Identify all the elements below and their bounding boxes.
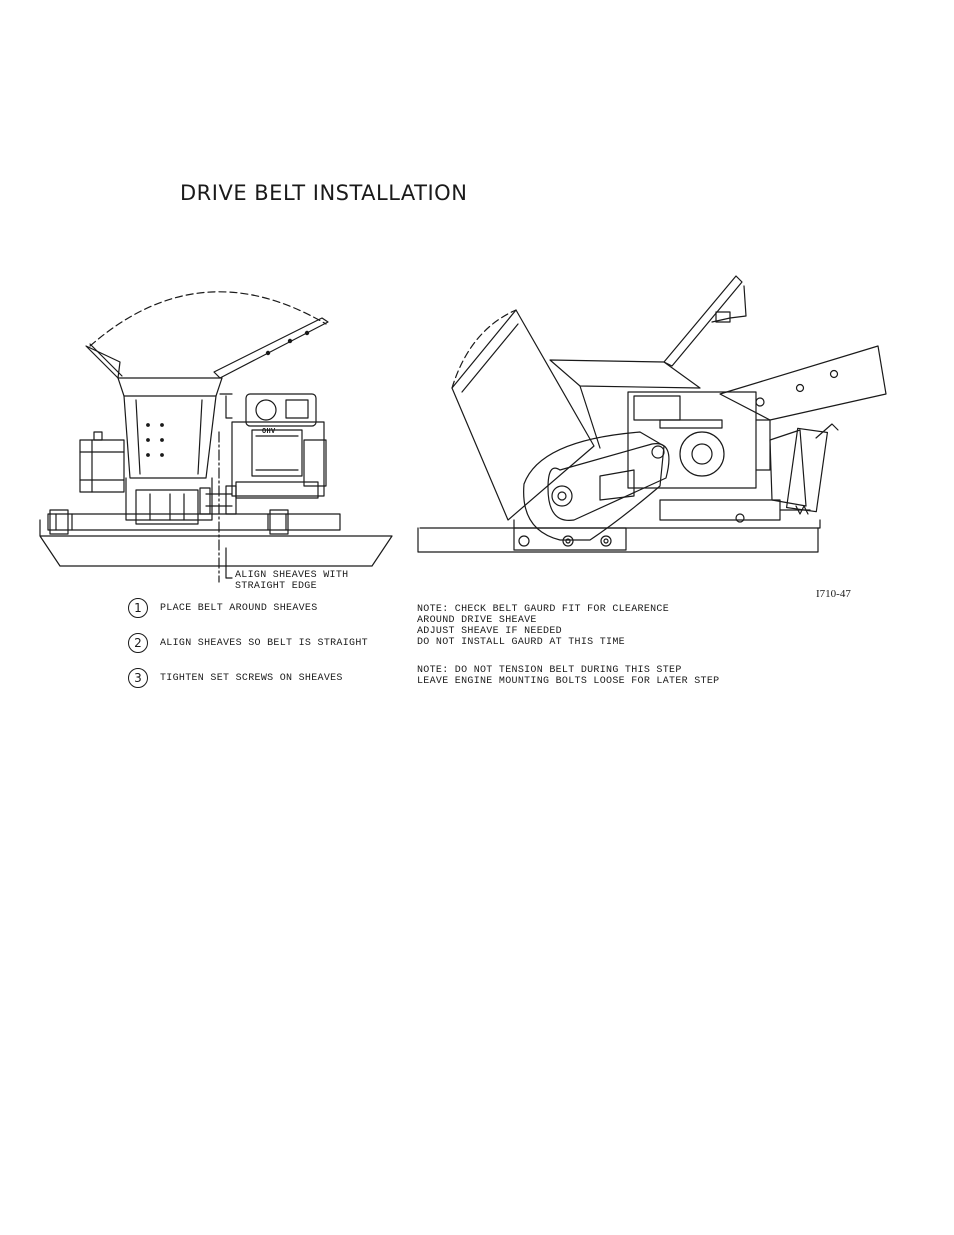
frame-rail <box>47 513 341 531</box>
note-line: ADJUST SHEAVE IF NEEDED <box>417 626 562 637</box>
side-hopper <box>451 309 595 521</box>
front-view-drawing <box>39 291 393 583</box>
note-guard-fit: NOTE: CHECK BELT GAURD FIT FOR CLEARENCE… <box>417 604 669 648</box>
figure-id: I710-47 <box>816 588 851 600</box>
hopper-lid-right <box>213 317 329 379</box>
step-text: ALIGN SHEAVES SO BELT IS STRAIGHT <box>160 637 368 649</box>
hopper-top <box>117 377 223 397</box>
rotor-housing <box>135 489 199 525</box>
discharge-chute <box>719 345 887 421</box>
step-text: TIGHTEN SET SCREWS ON SHEAVES <box>160 672 343 684</box>
note-line: DO NOT INSTALL GAURD AT THIS TIME <box>417 637 625 648</box>
callout-leader <box>225 547 233 579</box>
note-line: AROUND DRIVE SHEAVE <box>417 615 537 626</box>
drive-belt <box>547 443 670 521</box>
step-number-circle: 1 <box>128 598 148 618</box>
engine-block <box>231 421 325 497</box>
left-housing <box>79 439 125 493</box>
side-view-drawing <box>417 275 887 553</box>
hopper-body <box>123 395 217 479</box>
note-line: LEAVE ENGINE MOUNTING BOLTS LOOSE FOR LA… <box>417 676 720 687</box>
base-skid <box>39 519 393 567</box>
side-engine <box>627 391 757 489</box>
callout-line: ALIGN SHEAVES WITH <box>235 570 349 581</box>
note-line: NOTE: DO NOT TENSION BELT DURING THIS ST… <box>417 665 682 676</box>
step-number-circle: 3 <box>128 668 148 688</box>
side-base <box>417 527 819 553</box>
step-number-circle: 2 <box>128 633 148 653</box>
callout-line: STRAIGHT EDGE <box>235 581 317 592</box>
step-text: PLACE BELT AROUND SHEAVES <box>160 602 318 614</box>
hopper-swing-arc <box>89 291 327 347</box>
step-1: 1 PLACE BELT AROUND SHEAVES <box>128 597 318 619</box>
page-title: DRIVE BELT INSTALLATION <box>180 181 468 205</box>
step-2: 2 ALIGN SHEAVES SO BELT IS STRAIGHT <box>128 632 368 654</box>
hopper-lid-left <box>85 345 121 379</box>
note-tension: NOTE: DO NOT TENSION BELT DURING THIS ST… <box>417 665 719 687</box>
handle <box>663 275 743 367</box>
note-line: NOTE: CHECK BELT GAURD FIT FOR CLEARENCE <box>417 604 670 615</box>
alignment-callout: ALIGN SHEAVES WITH STRAIGHT EDGE <box>235 570 348 592</box>
step-3: 3 TIGHTEN SET SCREWS ON SHEAVES <box>128 667 343 689</box>
side-frame <box>513 519 821 529</box>
engine-label: OHV <box>262 428 276 436</box>
